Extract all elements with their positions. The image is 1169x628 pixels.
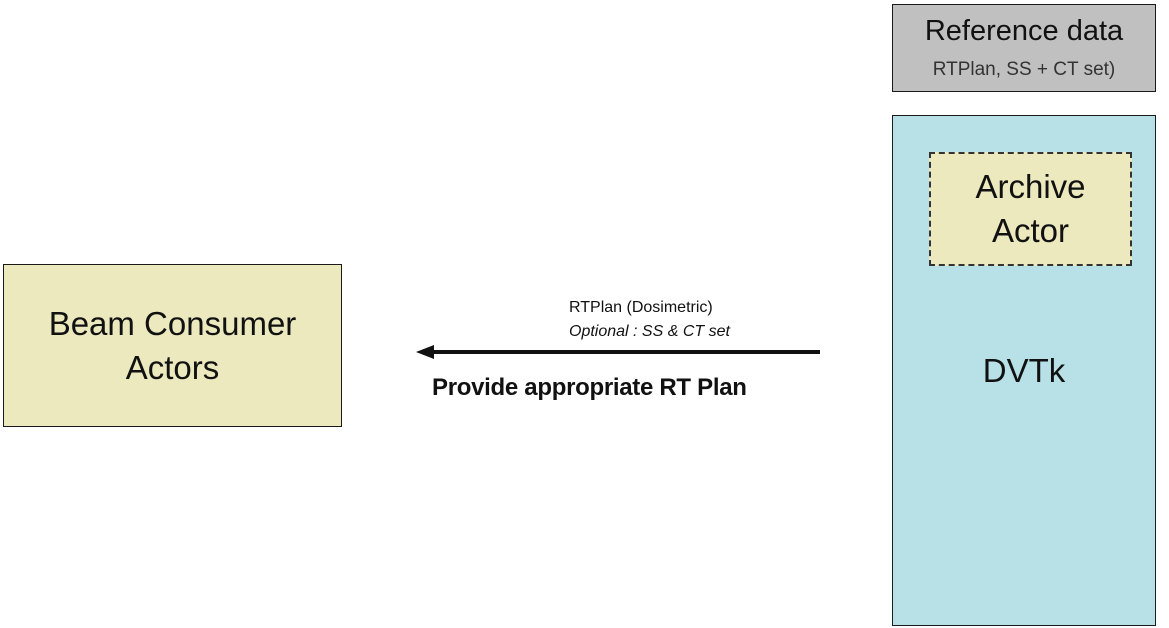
beam-consumer-label-line1: Beam Consumer [48, 304, 297, 342]
beam-consumer-actors-box: Beam Consumer Actors [3, 264, 342, 427]
dvtk-panel: Archive Actor DVTk [892, 115, 1156, 626]
transaction-label: Provide appropriate RT Plan [432, 374, 747, 401]
arrow-head-icon [416, 345, 434, 359]
reference-data-subtitle: RTPlan, SS + CT set) [932, 59, 1116, 80]
archive-actor-box: Archive Actor [929, 152, 1132, 266]
message-label-primary: RTPlan (Dosimetric) [569, 299, 713, 316]
beam-consumer-label-line2: Actors [125, 348, 220, 386]
dvtk-label: DVTk [982, 352, 1066, 389]
archive-actor-label-line1: Archive [975, 168, 1086, 205]
transaction-arrow [416, 345, 820, 359]
reference-data-box: Reference data RTPlan, SS + CT set) [892, 4, 1156, 92]
reference-data-title: Reference data [924, 15, 1124, 47]
message-label-optional: Optional : SS & CT set [569, 323, 730, 340]
archive-actor-label-line2: Actor [991, 212, 1070, 249]
